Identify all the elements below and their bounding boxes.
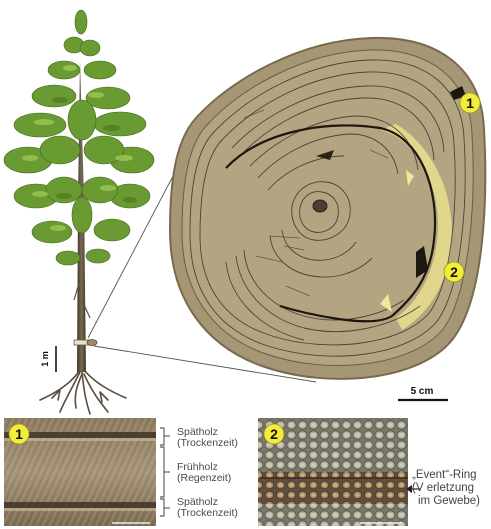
disc-scale-bar: 5 cm	[398, 386, 448, 400]
label-earlywood: Frühholz (Regenzeit)	[177, 462, 231, 484]
label-latewood-top-line2: (Trockenzeit)	[177, 438, 238, 449]
label-event-ring-line2: (V erletzung	[412, 482, 480, 495]
latewood-band-bottom	[4, 502, 156, 508]
disc-badge-2-number: 2	[450, 264, 458, 280]
tree-scale-label: 1 m	[40, 351, 50, 367]
panel1-bracket	[160, 428, 170, 516]
pith	[313, 200, 327, 212]
panel1-badge: 1	[9, 424, 29, 444]
label-latewood-bottom-line2: (Trockenzeit)	[177, 508, 238, 519]
label-event-ring-line3: im Gewebe)	[412, 495, 480, 508]
label-latewood-top: Spätholz (Trockenzeit)	[177, 427, 238, 449]
tree-roots	[40, 370, 126, 414]
label-latewood-bottom: Spätholz (Trockenzeit)	[177, 497, 238, 519]
panel1-badge-number: 1	[15, 426, 23, 442]
tree-illustration	[4, 10, 154, 414]
tree-crown	[4, 10, 154, 265]
label-earlywood-line2: (Regenzeit)	[177, 473, 231, 484]
panel2-badge-number: 2	[270, 426, 278, 442]
label-event-ring-line1: „Event“-Ring	[412, 469, 480, 482]
wood-disc	[170, 38, 485, 379]
tree-scale-bar: 1 m	[40, 346, 56, 372]
disc-badge-1: 1	[460, 93, 480, 113]
disc-badge-1-number: 1	[466, 95, 474, 111]
panel2-badge: 2	[264, 424, 284, 444]
disc-badge-2: 2	[444, 262, 464, 282]
label-event-ring: „Event“-Ring (V erletzung im Gewebe)	[412, 469, 480, 508]
disc-scale-label: 5 cm	[411, 386, 434, 397]
